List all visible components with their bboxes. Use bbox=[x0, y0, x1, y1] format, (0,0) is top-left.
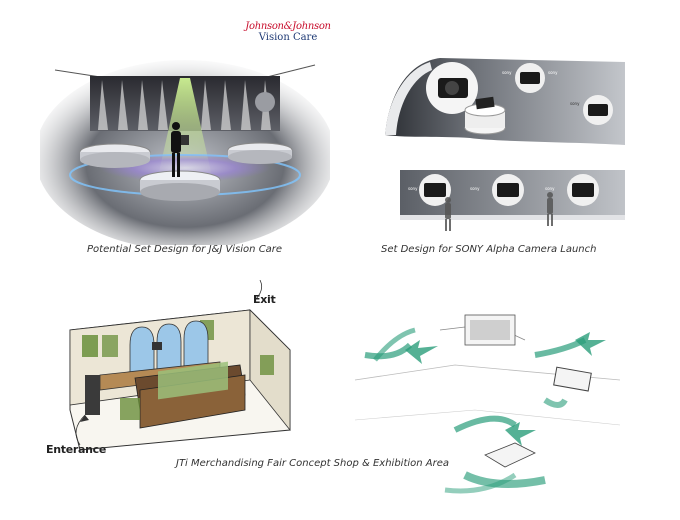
caption-sony-alpha: Set Design for SONY Alpha Camera Launch bbox=[381, 244, 597, 255]
label-entrance: Enterance bbox=[46, 443, 107, 456]
jj-vision-care-logo: Johnson&Johnson Vision Care bbox=[238, 21, 338, 43]
exhibition-area-sketch bbox=[345, 300, 635, 500]
sony-curved-wall: sony sony sony bbox=[380, 50, 630, 150]
jti-shop-illustration bbox=[69, 280, 291, 451]
sony-sign: sony bbox=[408, 186, 418, 191]
logo-brand: Johnson&Johnson bbox=[245, 21, 331, 32]
sony-sign: sony bbox=[548, 70, 558, 75]
sony-curved-wall-illustration: sony sony sony bbox=[385, 58, 625, 145]
label-exit: Exit bbox=[253, 293, 276, 306]
sony-sign: sony bbox=[470, 186, 480, 191]
jti-shop-sketch bbox=[40, 280, 310, 460]
exhibition-area-illustration bbox=[354, 314, 621, 494]
caption-jj-vision-care: Potential Set Design for J&J Vision Care bbox=[87, 244, 283, 255]
visitor-figures bbox=[445, 192, 553, 231]
sony-sign: sony bbox=[545, 186, 555, 191]
sony-flat-wall: sony sony sony bbox=[400, 170, 625, 235]
caption-jti-merchandising: JTi Merchandising Fair Concept Shop & Ex… bbox=[176, 458, 450, 469]
jj-stage-render bbox=[40, 50, 330, 245]
presenter-figure bbox=[171, 122, 189, 177]
sony-flat-wall-illustration: sony sony sony bbox=[400, 170, 625, 231]
sony-product-displays bbox=[419, 174, 599, 206]
sony-sign: sony bbox=[502, 70, 512, 75]
logo-subbrand: Vision Care bbox=[258, 31, 318, 43]
sony-sign: sony bbox=[570, 101, 580, 106]
jj-stage-illustration bbox=[40, 60, 330, 245]
